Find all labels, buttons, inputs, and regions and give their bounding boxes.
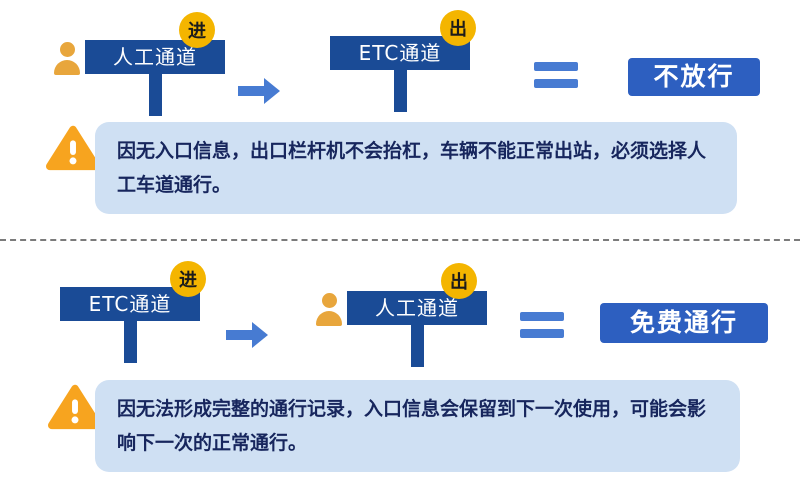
exit-sign: ETC通道 出	[330, 10, 476, 112]
person-icon	[52, 42, 82, 76]
exit-badge: 出	[440, 10, 476, 46]
sign-post	[393, 70, 407, 112]
entry-sign: ETC通道 进	[60, 261, 206, 363]
warning-triangle-icon	[48, 383, 102, 432]
warning-triangle-icon	[46, 124, 100, 173]
equals-icon	[520, 312, 564, 338]
arrow-right-icon	[226, 322, 268, 348]
note-text: 因无入口信息，出口栏杆机不会抬杠，车辆不能正常出站，必须选择人工车道通行。	[95, 122, 737, 215]
section-divider	[0, 239, 800, 241]
result-badge: 免费通行	[600, 303, 768, 343]
person-icon	[314, 293, 344, 327]
exit-badge: 出	[441, 263, 477, 299]
exit-sign: 人工通道 出	[316, 263, 487, 367]
equals-icon	[534, 62, 578, 88]
entry-sign: 人工通道 进	[54, 12, 225, 116]
sign-post	[410, 325, 424, 367]
arrow-right-icon	[238, 78, 280, 104]
note-text: 因无法形成完整的通行记录，入口信息会保留到下一次使用，可能会影响下一次的正常通行…	[95, 380, 740, 473]
result-badge: 不放行	[628, 58, 760, 96]
exit-sign-label: ETC通道	[330, 36, 470, 70]
sign-post	[148, 74, 162, 116]
sign-post	[123, 321, 137, 363]
entry-badge: 进	[170, 261, 206, 297]
entry-badge: 进	[179, 12, 215, 48]
